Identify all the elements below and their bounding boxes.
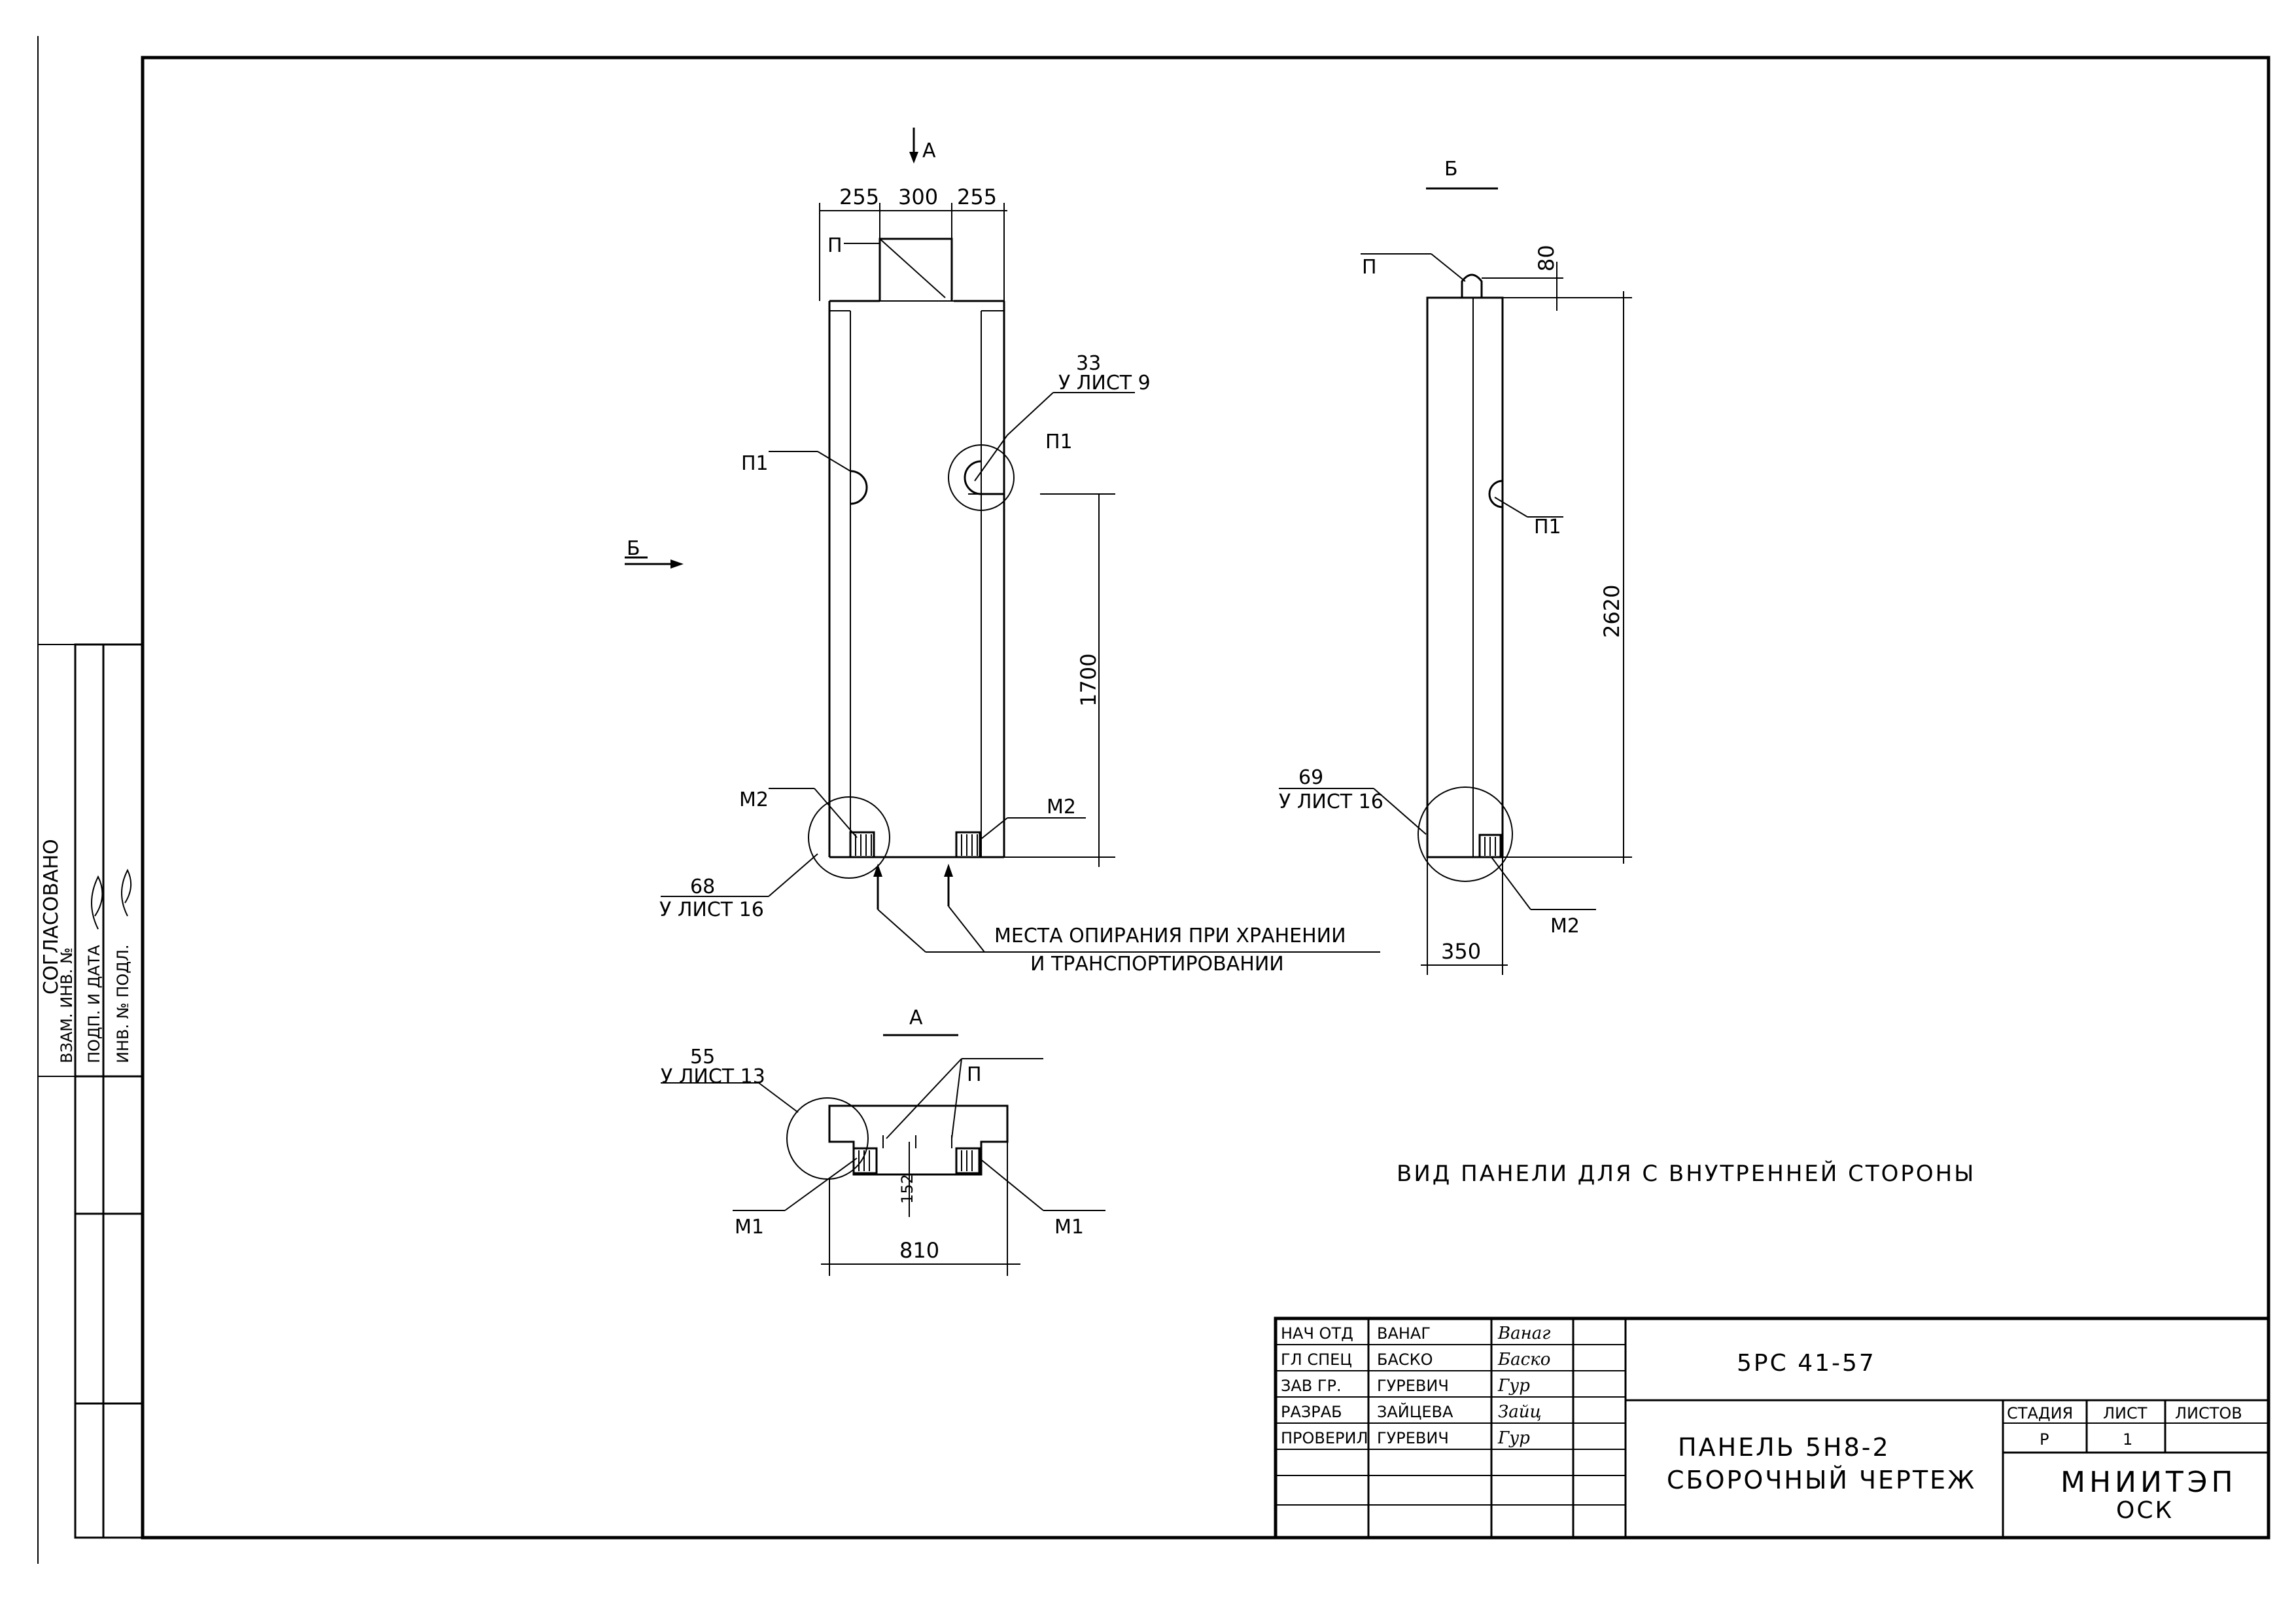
- section-view-title: А: [909, 1006, 923, 1029]
- section-arrow-a: А: [909, 128, 936, 164]
- side-stamp-signature-1: [91, 875, 103, 930]
- role-label: ГЛ СПЕЦ: [1281, 1350, 1352, 1369]
- title-block-row: НАЧ ОТД ВАНАГ Ванаг: [1281, 1324, 1550, 1343]
- front-dim-255-left: 255: [839, 185, 879, 209]
- role-name: ЗАЙЦЕВА: [1377, 1402, 1453, 1421]
- side-view-title: Б: [1444, 158, 1458, 181]
- side-arrow-b: Б: [625, 537, 684, 569]
- drawing-title-line2: СБОРОЧНЫЙ ЧЕРТЕЖ: [1667, 1466, 1976, 1494]
- side-label-p1: П1: [1534, 516, 1561, 538]
- role-label: ЗАВ ГР.: [1281, 1377, 1342, 1395]
- role-label: РАЗРАБ: [1281, 1403, 1342, 1421]
- side-stamp-col3: ИНВ. № ПОДЛ.: [114, 944, 132, 1063]
- side-panel-outline: [1426, 274, 1504, 858]
- section-callout-55-sheet: У ЛИСТ 13: [661, 1065, 765, 1088]
- sheet-label: ЛИСТ: [2103, 1404, 2148, 1422]
- front-label-m2-right: М2: [1047, 796, 1076, 819]
- sheet-value: 1: [2123, 1430, 2132, 1449]
- front-embed-m2-right: М2: [955, 796, 1086, 858]
- front-view: 255 300 255 А Б П П1: [625, 128, 1380, 976]
- side-dim-350: 350: [1421, 857, 1508, 975]
- role-label: ПРОВЕРИЛ: [1281, 1429, 1368, 1447]
- section-arrow-a-label: А: [922, 139, 936, 162]
- role-signature: Зайц: [1498, 1402, 1542, 1422]
- role-signature: Гур: [1497, 1376, 1530, 1396]
- front-label-p: П: [827, 234, 843, 257]
- front-callout-33-sheet: У ЛИСТ 9: [1058, 372, 1151, 395]
- side-stamp: СОГЛАСОВАНО ВЗАМ. ИНВ. № ПОДП. И ДАТА ИН…: [38, 643, 144, 1539]
- title-block-row: ПРОВЕРИЛ ГУРЕВИЧ Гур: [1281, 1428, 1530, 1448]
- front-dim-1700: 1700: [1004, 493, 1115, 867]
- title-block-row: ГЛ СПЕЦ БАСКО Баско: [1281, 1350, 1550, 1369]
- side-arrow-b-label: Б: [627, 537, 640, 560]
- section-callout-55-number: 55: [690, 1046, 715, 1068]
- title-block: НАЧ ОТД ВАНАГ Ванаг ГЛ СПЕЦ БАСКО Баско …: [1274, 1316, 2270, 1540]
- front-label-m2-left: М2: [739, 788, 769, 811]
- side-callout-69-number: 69: [1298, 766, 1323, 789]
- front-insert-p1-left: П1: [741, 451, 868, 505]
- section-embed-m1-right: М1: [955, 1147, 1105, 1239]
- front-dim-255-right: 255: [957, 185, 997, 209]
- view-caption: ВИД ПАНЕЛИ ДЛЯ С ВНУТРЕННЕЙ СТОРОНЫ: [1397, 1160, 1975, 1187]
- sheet-frame: [37, 36, 2270, 1564]
- front-label-p1-right: П1: [1045, 431, 1073, 453]
- side-stamp-signature-2: [121, 868, 132, 917]
- side-dim-350-text: 350: [1441, 939, 1481, 964]
- front-callout-68-sheet: У ЛИСТ 16: [659, 898, 764, 921]
- side-stamp-col1: ВЗАМ. ИНВ. №: [58, 947, 76, 1063]
- side-dim-80: 80: [1482, 245, 1632, 311]
- role-name: ГУРЕВИЧ: [1377, 1429, 1449, 1447]
- front-callout-33-number: 33: [1076, 352, 1101, 375]
- front-dim-300: 300: [898, 185, 938, 209]
- front-panel-outline: [828, 238, 1005, 858]
- side-view: Б П 80 2620 П1: [1279, 158, 1632, 975]
- stage-value: Р: [2040, 1430, 2049, 1449]
- section-dim-152-text: 152: [898, 1174, 916, 1204]
- front-top-dimension: 255 300 255: [819, 185, 1007, 301]
- role-signature: Гур: [1497, 1428, 1530, 1448]
- section-view: А М1 М1: [661, 1006, 1105, 1276]
- side-stamp-title: СОГЛАСОВАНО: [40, 839, 63, 995]
- role-signature: Баско: [1497, 1350, 1550, 1369]
- side-embed-m2: 69 У ЛИСТ 16 М2: [1279, 766, 1596, 938]
- section-embed-m1-left: М1: [733, 1097, 878, 1239]
- role-name: ВАНАГ: [1377, 1324, 1431, 1343]
- front-callout-68-number: 68: [690, 875, 715, 898]
- side-label-p: П: [1362, 256, 1377, 279]
- side-stamp-col2: ПОДП. И ДАТА: [85, 945, 103, 1063]
- sheets-label: ЛИСТОВ: [2175, 1404, 2242, 1422]
- front-label-p1-left: П1: [741, 452, 769, 475]
- front-embed-m2-left: М2 68 У ЛИСТ 16: [659, 788, 890, 921]
- side-callout-69-sheet: У ЛИСТ 16: [1279, 790, 1383, 813]
- section-label-m1-left: М1: [735, 1216, 764, 1239]
- support-note-line2: И ТРАНСПОРТИРОВАНИИ: [1030, 953, 1284, 976]
- side-label-m2: М2: [1550, 915, 1580, 938]
- front-dim-1700-text: 1700: [1076, 654, 1101, 707]
- role-label: НАЧ ОТД: [1281, 1324, 1353, 1343]
- organization-name: МНИИТЭП: [2061, 1466, 2237, 1499]
- section-dim-810: 810: [821, 1142, 1020, 1276]
- section-dim-810-text: 810: [899, 1238, 939, 1263]
- title-block-row: ЗАВ ГР. ГУРЕВИЧ Гур: [1281, 1376, 1530, 1396]
- side-dim-80-text: 80: [1534, 245, 1559, 272]
- section-label-m1-right: М1: [1054, 1216, 1084, 1239]
- front-insert-p1-right: 33 У ЛИСТ 9 П1: [948, 352, 1151, 511]
- section-outline: [828, 1104, 1009, 1176]
- role-name: БАСКО: [1377, 1350, 1433, 1369]
- section-dim-152: 152: [898, 1142, 919, 1217]
- support-arrows: МЕСТА ОПИРАНИЯ ПРИ ХРАНЕНИИ И ТРАНСПОРТИ…: [873, 864, 1380, 976]
- side-dim-2620: 2620: [1503, 291, 1632, 864]
- document-code: 5РС 41-57: [1737, 1350, 1876, 1377]
- support-note-line1: МЕСТА ОПИРАНИЯ ПРИ ХРАНЕНИИ: [994, 925, 1346, 947]
- role-name: ГУРЕВИЧ: [1377, 1377, 1449, 1395]
- section-label-p: П: [967, 1063, 982, 1086]
- organization-dept: ОСК: [2116, 1497, 2174, 1524]
- role-signature: Ванаг: [1497, 1324, 1550, 1343]
- drawing-title-line1: ПАНЕЛЬ 5Н8-2: [1678, 1433, 1890, 1462]
- stage-label: СТАДИЯ: [2007, 1404, 2073, 1422]
- title-block-row: РАЗРАБ ЗАЙЦЕВА Зайц: [1281, 1402, 1542, 1422]
- side-dim-2620-text: 2620: [1599, 585, 1624, 638]
